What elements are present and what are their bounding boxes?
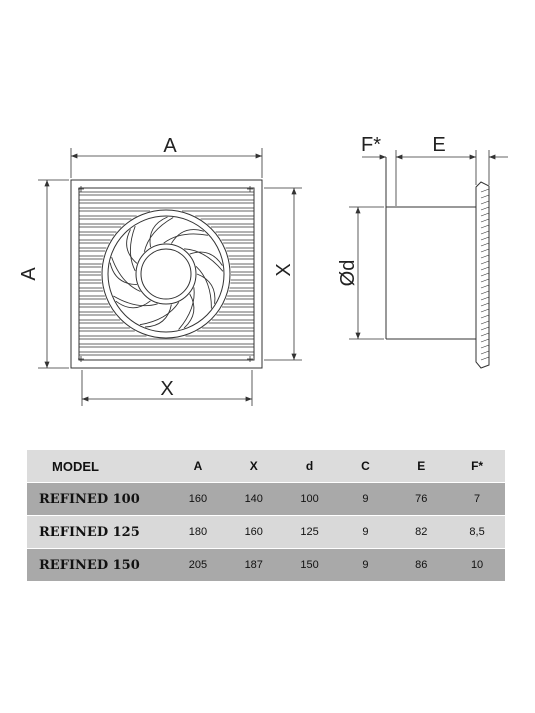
front-height-label: A [18,267,40,281]
header-a: A [170,450,226,483]
cell-f: 8,5 [449,515,505,549]
duct-body [386,206,477,340]
fan-ring-2 [107,215,225,333]
table-header-row: MODEL A X d C E F* [27,450,505,483]
cell-e: 82 [393,515,450,549]
table-row: REFINED 100 160 140 100 9 76 7 [27,482,505,516]
side-diameter-label: Ød [337,260,359,287]
flange-slats [480,188,490,361]
cell-c: 9 [337,548,394,582]
dimension-table: MODEL A X d C E F* REFINED 100 160 140 1… [27,450,505,582]
cell-model: REFINED 100 [27,482,170,516]
front-width-label: A [163,135,177,157]
cell-e: 86 [393,548,450,582]
header-d: d [281,450,338,483]
cell-model: REFINED 125 [27,515,170,549]
fan-outer-ring [101,209,231,339]
hole-height-label: X [273,263,295,276]
cell-e: 76 [393,482,450,516]
cell-c: 9 [337,515,394,549]
fan-blades [109,216,224,330]
cell-a: 160 [170,482,226,516]
table-row: REFINED 150 205 187 150 9 86 10 [27,548,505,582]
hole-width-label: X [160,378,173,400]
technical-drawing: A A X X F* E Ød [18,134,508,406]
cell-x: 140 [225,482,282,516]
front-panel-inner [78,187,255,361]
cell-a: 205 [170,548,226,582]
cell-d: 100 [281,482,338,516]
cell-model: REFINED 150 [27,548,170,582]
front-panel-outline [70,179,263,369]
table-row: REFINED 125 180 160 125 9 82 8,5 [27,515,505,549]
cell-d: 125 [281,515,338,549]
cell-f: 7 [449,482,505,516]
fan-hub-outer [135,243,197,305]
header-e: E [393,450,450,483]
cell-x: 160 [225,515,282,549]
side-flange [475,181,490,369]
side-depth-label: E [432,134,445,156]
header-f: F* [449,450,505,483]
cell-c: 9 [337,482,394,516]
side-flange-label: F* [361,134,381,156]
fan-hub-inner [140,248,192,300]
front-dimensions [38,148,302,406]
cell-a: 180 [170,515,226,549]
side-view [385,157,490,369]
side-dimensions [349,150,508,340]
cell-d: 150 [281,548,338,582]
header-x: X [225,450,282,483]
cell-f: 10 [449,548,505,582]
front-view [70,179,263,369]
louvre-slats [79,191,254,356]
header-c: C [337,450,394,483]
cell-x: 187 [225,548,282,582]
screw-marks [78,186,253,362]
header-model: MODEL [27,450,170,483]
